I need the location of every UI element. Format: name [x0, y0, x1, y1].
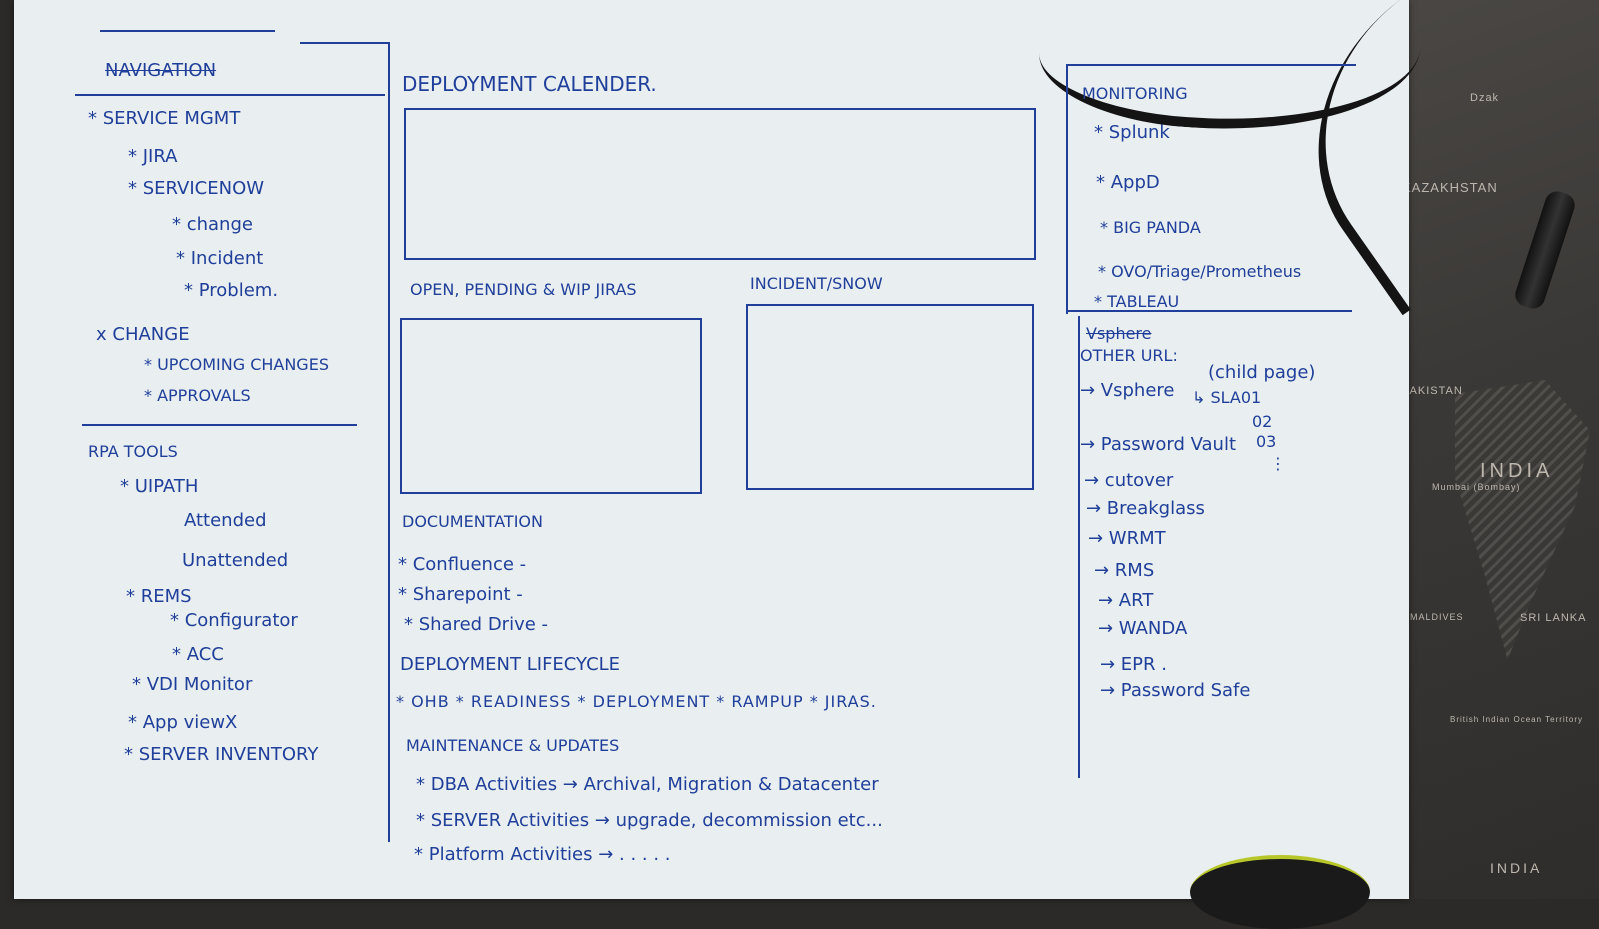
map-label: MALDIVES: [1410, 612, 1464, 622]
nav-divider: [388, 42, 390, 842]
nav-change[interactable]: x CHANGE: [96, 324, 190, 345]
top-rule: [100, 30, 275, 32]
nav-rems-acc[interactable]: * ACC: [172, 644, 224, 665]
section-rule: [82, 424, 357, 426]
doc-sharepoint[interactable]: * Sharepoint -: [398, 584, 523, 605]
vsphere-child-note: (child page): [1208, 362, 1316, 383]
url-art[interactable]: → ART: [1098, 590, 1154, 611]
mon-appd[interactable]: * AppD: [1096, 172, 1160, 193]
nav-rems[interactable]: * REMS: [126, 586, 192, 607]
right-top-rule: [1066, 64, 1356, 66]
map-label: PAKISTAN: [1402, 385, 1463, 397]
nav-heading-rule: [75, 94, 385, 96]
url-password-vault[interactable]: → Password Vault: [1080, 434, 1237, 455]
map-label: INDIA: [1480, 460, 1554, 482]
map-label: Mumbai (Bombay): [1432, 482, 1521, 492]
map-label: SRI LANKA: [1520, 612, 1587, 624]
url-wanda[interactable]: → WANDA: [1098, 618, 1188, 639]
documentation-title: DOCUMENTATION: [402, 512, 543, 531]
mon-splunk[interactable]: * Splunk: [1094, 122, 1170, 143]
incident-snow-title: INCIDENT/SNOW: [750, 274, 883, 293]
nav-snow-problem[interactable]: * Problem.: [184, 280, 279, 301]
right-divider: [1066, 64, 1068, 314]
section-rule: [1068, 310, 1352, 312]
nav-heading: NAVIGATION: [105, 60, 217, 81]
nav-uipath[interactable]: * UIPATH: [120, 476, 199, 497]
struck-vsphere: Vsphere: [1086, 324, 1152, 343]
top-rule: [300, 42, 390, 44]
url-rms[interactable]: → RMS: [1094, 560, 1155, 581]
maintenance-title: MAINTENANCE & UPDATES: [406, 736, 620, 755]
doc-confluence[interactable]: * Confluence -: [398, 554, 527, 575]
map-label: INDIA: [1490, 860, 1543, 876]
nav-uipath-attended[interactable]: Attended: [184, 510, 267, 531]
url-cutover[interactable]: → cutover: [1084, 470, 1174, 491]
nav-jira[interactable]: * JIRA: [128, 146, 178, 167]
nav-rems-configurator[interactable]: * Configurator: [170, 610, 298, 631]
url-sla01[interactable]: ↳ SLA01: [1192, 388, 1262, 407]
nav-app-viewx[interactable]: * App viewX: [128, 712, 238, 733]
nav-servicenow[interactable]: * SERVICENOW: [128, 178, 265, 199]
nav-rpa-tools: RPA TOOLS: [88, 442, 178, 461]
maint-dba[interactable]: * DBA Activities → Archival, Migration &…: [416, 774, 879, 795]
maint-platform[interactable]: * Platform Activities → . . . . .: [414, 844, 671, 865]
mon-tableau[interactable]: * TABLEAU: [1094, 292, 1180, 311]
url-sla03[interactable]: 03: [1256, 432, 1277, 451]
url-sla-more: ⋮: [1270, 454, 1286, 473]
paper-sheet: [14, 0, 1409, 899]
url-sla02[interactable]: 02: [1252, 412, 1273, 431]
nav-approvals[interactable]: * APPROVALS: [144, 386, 251, 405]
nav-uipath-unattended[interactable]: Unattended: [182, 550, 289, 571]
deployment-calendar-panel[interactable]: [404, 108, 1036, 260]
nav-upcoming-changes[interactable]: * UPCOMING CHANGES: [144, 355, 329, 374]
incident-snow-panel[interactable]: [746, 304, 1034, 490]
maint-server[interactable]: * SERVER Activities → upgrade, decommiss…: [416, 810, 883, 831]
lifecycle-steps[interactable]: * OHB * READINESS * DEPLOYMENT * RAMPUP …: [396, 692, 877, 711]
url-vsphere[interactable]: → Vsphere: [1080, 380, 1175, 401]
map-label: KAZAKHSTAN: [1402, 180, 1498, 195]
nav-snow-change[interactable]: * change: [172, 214, 253, 235]
nav-server-inventory[interactable]: * SERVER INVENTORY: [124, 744, 319, 765]
mouse: [1190, 855, 1370, 929]
right-divider: [1078, 316, 1080, 778]
nav-snow-incident[interactable]: * Incident: [176, 248, 264, 269]
url-password-safe[interactable]: → Password Safe: [1100, 680, 1251, 701]
deployment-calendar-title: DEPLOYMENT CALENDER.: [402, 72, 657, 96]
lifecycle-title: DEPLOYMENT LIFECYCLE: [400, 654, 621, 675]
mon-ovo-triage[interactable]: * OVO/Triage/Prometheus: [1098, 262, 1302, 281]
nav-vdi-monitor[interactable]: * VDI Monitor: [132, 674, 253, 695]
url-epr[interactable]: → EPR .: [1100, 654, 1167, 675]
url-breakglass[interactable]: → Breakglass: [1086, 498, 1205, 519]
nav-service-mgmt[interactable]: * SERVICE MGMT: [88, 108, 241, 129]
map-label: British Indian Ocean Territory: [1450, 715, 1584, 724]
url-wrmt[interactable]: → WRMT: [1088, 528, 1166, 549]
other-url-title: OTHER URL:: [1080, 346, 1178, 365]
open-jiras-panel[interactable]: [400, 318, 702, 494]
doc-shared-drive[interactable]: * Shared Drive -: [404, 614, 549, 635]
monitoring-title: MONITORING: [1082, 84, 1188, 103]
mon-big-panda[interactable]: * BIG PANDA: [1100, 218, 1201, 237]
open-jiras-title: OPEN, PENDING & WIP JIRAS: [410, 280, 637, 299]
map-label: Dzak: [1470, 92, 1500, 104]
